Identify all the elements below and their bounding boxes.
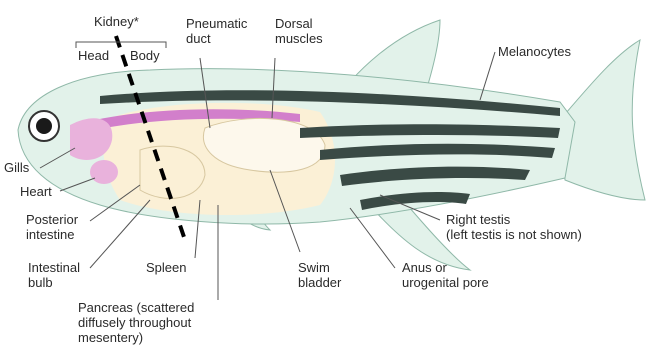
label-dorsal-muscles: Dorsal muscles <box>275 16 355 46</box>
label-anus-or-urogenital-pore: Anus or urogenital pore <box>402 260 552 290</box>
label-body: Body <box>130 48 160 63</box>
label-melanocytes: Melanocytes <box>498 44 571 59</box>
label-right-testis: Right testis (left testis is not shown) <box>446 212 646 242</box>
label-pancreas: Pancreas (scattered diffusely throughout… <box>78 300 258 345</box>
label-spleen: Spleen <box>146 260 186 275</box>
label-head: Head <box>78 48 109 63</box>
label-intestinal-bulb: Intestinal bulb <box>28 260 128 290</box>
label-posterior-intestine: Posterior intestine <box>26 212 126 242</box>
label-swim-bladder: Swim bladder <box>298 260 358 290</box>
label-heart: Heart <box>20 184 52 199</box>
label-gills: Gills <box>4 160 29 175</box>
heart-organ <box>90 160 118 184</box>
pupil <box>36 118 52 134</box>
label-kidney: Kidney* <box>94 14 139 29</box>
label-pneumatic-duct: Pneumatic duct <box>186 16 266 46</box>
